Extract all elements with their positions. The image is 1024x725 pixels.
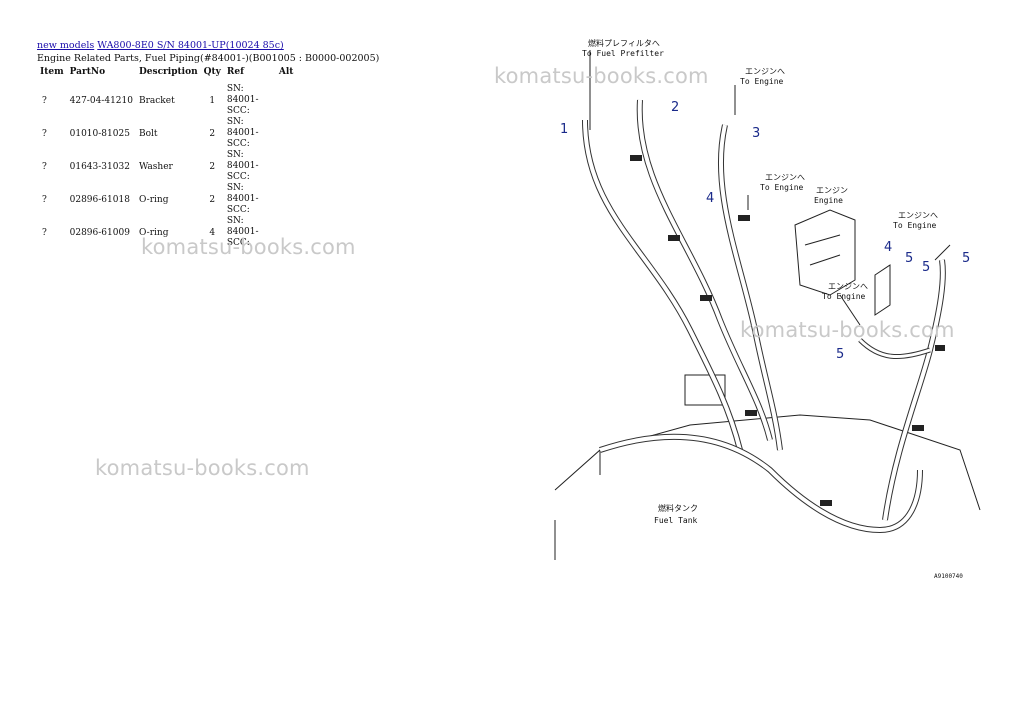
cell-alt (276, 84, 297, 117)
cell-qty: 2 (209, 194, 216, 205)
bracket-part (874, 264, 891, 316)
breadcrumb-link-new-models[interactable]: new models (37, 40, 95, 51)
col-item: Item (40, 67, 64, 77)
callout-1: 4 (884, 240, 892, 255)
label-engine-en: Engine (814, 196, 843, 205)
cell-qty: 4 (209, 227, 216, 238)
label-prefilter-jp: 燃料プレフィルタへ (588, 38, 660, 48)
table-row: ? 01643-31032 Washer 2 SN: 84001-SCC: (37, 150, 296, 183)
callout-2: 5 (922, 260, 930, 275)
cell-partno: 427-04-41210 (69, 95, 133, 106)
cell-ref: SN: 84001-SCC: (226, 150, 259, 182)
parts-table: Item PartNo Description Qty Ref Alt ? 42… (37, 66, 296, 249)
parts-table-header: Item PartNo Description Qty Ref Alt (37, 66, 296, 84)
cell-alt (276, 183, 297, 216)
table-row: ? 01010-81025 Bolt 2 SN: 84001-SCC: (37, 117, 296, 150)
cell-item: ? (42, 161, 47, 172)
label-to-engine-jp-2: エンジンへ (765, 173, 805, 182)
cell-description: Washer (138, 161, 173, 172)
cell-description: O-ring (138, 194, 169, 205)
callout-5-bottom: 5 (836, 347, 844, 362)
label-to-engine-en-1: To Engine (740, 77, 784, 86)
cell-ref: SN: 84001-SCC: (226, 183, 259, 215)
cell-qty: 2 (209, 161, 216, 172)
label-to-engine-jp-4: エンジンへ (828, 282, 868, 291)
watermark: komatsu-books.com (740, 318, 955, 342)
cell-item: ? (42, 95, 47, 106)
label-to-engine-en-3: To Engine (893, 221, 937, 230)
watermark: komatsu-books.com (494, 64, 709, 88)
cell-item: ? (42, 227, 47, 238)
cell-partno: 01643-31032 (69, 161, 130, 172)
cell-item: ? (42, 194, 47, 205)
table-row: ? 02896-61009 O-ring 4 SN: 84001-SCC: (37, 216, 296, 249)
cell-partno: 02896-61018 (69, 194, 130, 205)
cell-ref: SN: 84001-SCC: (226, 117, 259, 149)
label-fuel-tank-en: Fuel Tank (654, 516, 698, 525)
cell-alt (276, 117, 297, 150)
col-description: Description (138, 67, 198, 77)
cell-partno: 01010-81025 (69, 128, 130, 139)
cell-qty: 2 (209, 128, 216, 139)
col-partno: PartNo (69, 67, 106, 77)
cell-alt (276, 150, 297, 183)
cell-description: O-ring (138, 227, 169, 238)
fuel-piping-diagram: 1 2 3 4 4 5 5 5 5 燃料プレフィルタへ To Fuel Pref… (554, 38, 981, 580)
breadcrumb-link-model[interactable]: WA800-8E0 S/N 84001-UP(10024 85c) (97, 40, 284, 51)
callout-3: 5 (905, 251, 913, 266)
figure-code: A9100740 (934, 573, 963, 580)
label-prefilter-en: To Fuel Prefilter (582, 49, 664, 58)
col-qty: Qty (203, 67, 221, 77)
cell-partno: 02896-61009 (69, 227, 130, 238)
label-to-engine-en-4: To Engine (822, 292, 866, 301)
breadcrumb: new models WA800-8E0 S/N 84001-UP(10024 … (37, 40, 284, 51)
callout-4-left: 1 (560, 122, 568, 137)
watermark: komatsu-books.com (141, 235, 356, 259)
cell-ref: SN: 84001-SCC: (226, 84, 259, 116)
table-row: ? 02896-61018 O-ring 2 SN: 84001-SCC: (37, 183, 296, 216)
callout-4-top: 2 (671, 100, 679, 115)
cell-ref: SN: 84001-SCC: (226, 216, 259, 248)
col-ref: Ref (226, 67, 244, 77)
col-alt: Alt (278, 67, 294, 77)
watermark: komatsu-books.com (95, 456, 310, 480)
callout-5-mid: 4 (706, 191, 714, 206)
cell-description: Bolt (138, 128, 158, 139)
label-engine-jp: エンジン (816, 186, 848, 195)
table-row: ? 427-04-41210 Bracket 1 SN: 84001-SCC: (37, 84, 296, 117)
engine-block (794, 209, 856, 296)
label-to-engine-jp-3: エンジンへ (898, 211, 938, 220)
callout-5-top: 3 (752, 126, 760, 141)
cell-item: ? (42, 128, 47, 139)
tank-port-block (684, 374, 726, 406)
cell-description: Bracket (138, 95, 175, 106)
page-subtitle: Engine Related Parts, Fuel Piping(#84001… (37, 53, 380, 64)
label-to-engine-jp-1: エンジンへ (745, 67, 785, 76)
callout-5-right: 5 (962, 251, 970, 266)
label-to-engine-en-2: To Engine (760, 183, 804, 192)
label-fuel-tank-jp: 燃料タンク (658, 503, 698, 513)
cell-qty: 1 (209, 95, 216, 106)
